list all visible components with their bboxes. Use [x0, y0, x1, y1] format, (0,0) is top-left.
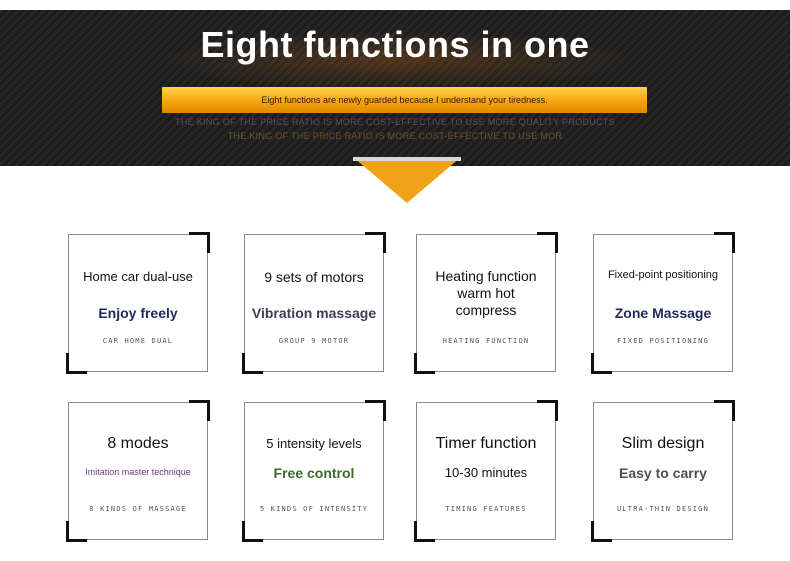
card-title: Heating function warm hot compress — [435, 268, 537, 318]
card-title: Fixed-point positioning — [607, 269, 719, 281]
feature-card-intensity: 5 intensity levels Free control 5 KINDS … — [242, 400, 386, 542]
card-title: Timer function — [435, 435, 537, 452]
card-subtitle: 10-30 minutes — [444, 465, 528, 480]
card-subtitle: Free control — [273, 465, 355, 481]
feature-card-modes: 8 modes Imitation master technique 8 KIN… — [66, 400, 210, 542]
card-tag: HEATING FUNCTION — [442, 337, 530, 345]
arrow-shelf — [353, 157, 461, 161]
card-tag: 8 KINDS OF MASSAGE — [89, 505, 187, 513]
card-tag: GROUP 9 MOTOR — [278, 337, 350, 345]
card-tag: FIXED POSITIONING — [616, 337, 710, 345]
card-subtitle: Enjoy freely — [98, 305, 178, 321]
feature-card-slim: Slim design Easy to carry ULTRA-THIN DES… — [591, 400, 735, 542]
feature-card-timer: Timer function 10-30 minutes TIMING FEAT… — [414, 400, 558, 542]
feature-card-heating: Heating function warm hot compress HEATI… — [414, 232, 558, 374]
down-arrow-icon — [353, 157, 461, 203]
card-subtitle: Easy to carry — [619, 465, 707, 481]
reflection-text-2: THE KING OF THE PRICE RATIO IS MORE COST… — [227, 131, 563, 141]
header-banner — [0, 10, 790, 166]
feature-card-home-car: Home car dual-use Enjoy freely CAR HOME … — [66, 232, 210, 374]
card-tag: TIMING FEATURES — [445, 505, 527, 513]
subtitle-ribbon: Eight functions are newly guarded becaus… — [162, 87, 647, 113]
feature-card-positioning: Fixed-point positioning Zone Massage FIX… — [591, 232, 735, 374]
card-subtitle: Vibration massage — [251, 305, 377, 321]
card-subtitle: Zone Massage — [614, 305, 712, 321]
banner-glow — [150, 30, 640, 90]
card-subtitle: Imitation master technique — [85, 467, 191, 477]
card-title: Slim design — [621, 435, 705, 452]
feature-card-motors: 9 sets of motors Vibration massage GROUP… — [242, 232, 386, 374]
card-title: Home car dual-use — [83, 269, 193, 284]
ribbon-text: Eight functions are newly guarded becaus… — [261, 95, 548, 105]
card-title: 5 intensity levels — [266, 436, 362, 451]
card-tag: ULTRA-THIN DESIGN — [616, 505, 710, 513]
card-title: 8 modes — [107, 435, 169, 452]
card-tag: CAR HOME DUAL — [102, 337, 174, 345]
card-title: 9 sets of motors — [264, 269, 364, 285]
page-title: Eight functions in one — [200, 24, 590, 65]
reflection-text-1: THE KING OF THE PRICE RATIO IS MORE COST… — [175, 117, 615, 127]
card-tag: 5 KINDS OF INTENSITY — [259, 505, 369, 513]
